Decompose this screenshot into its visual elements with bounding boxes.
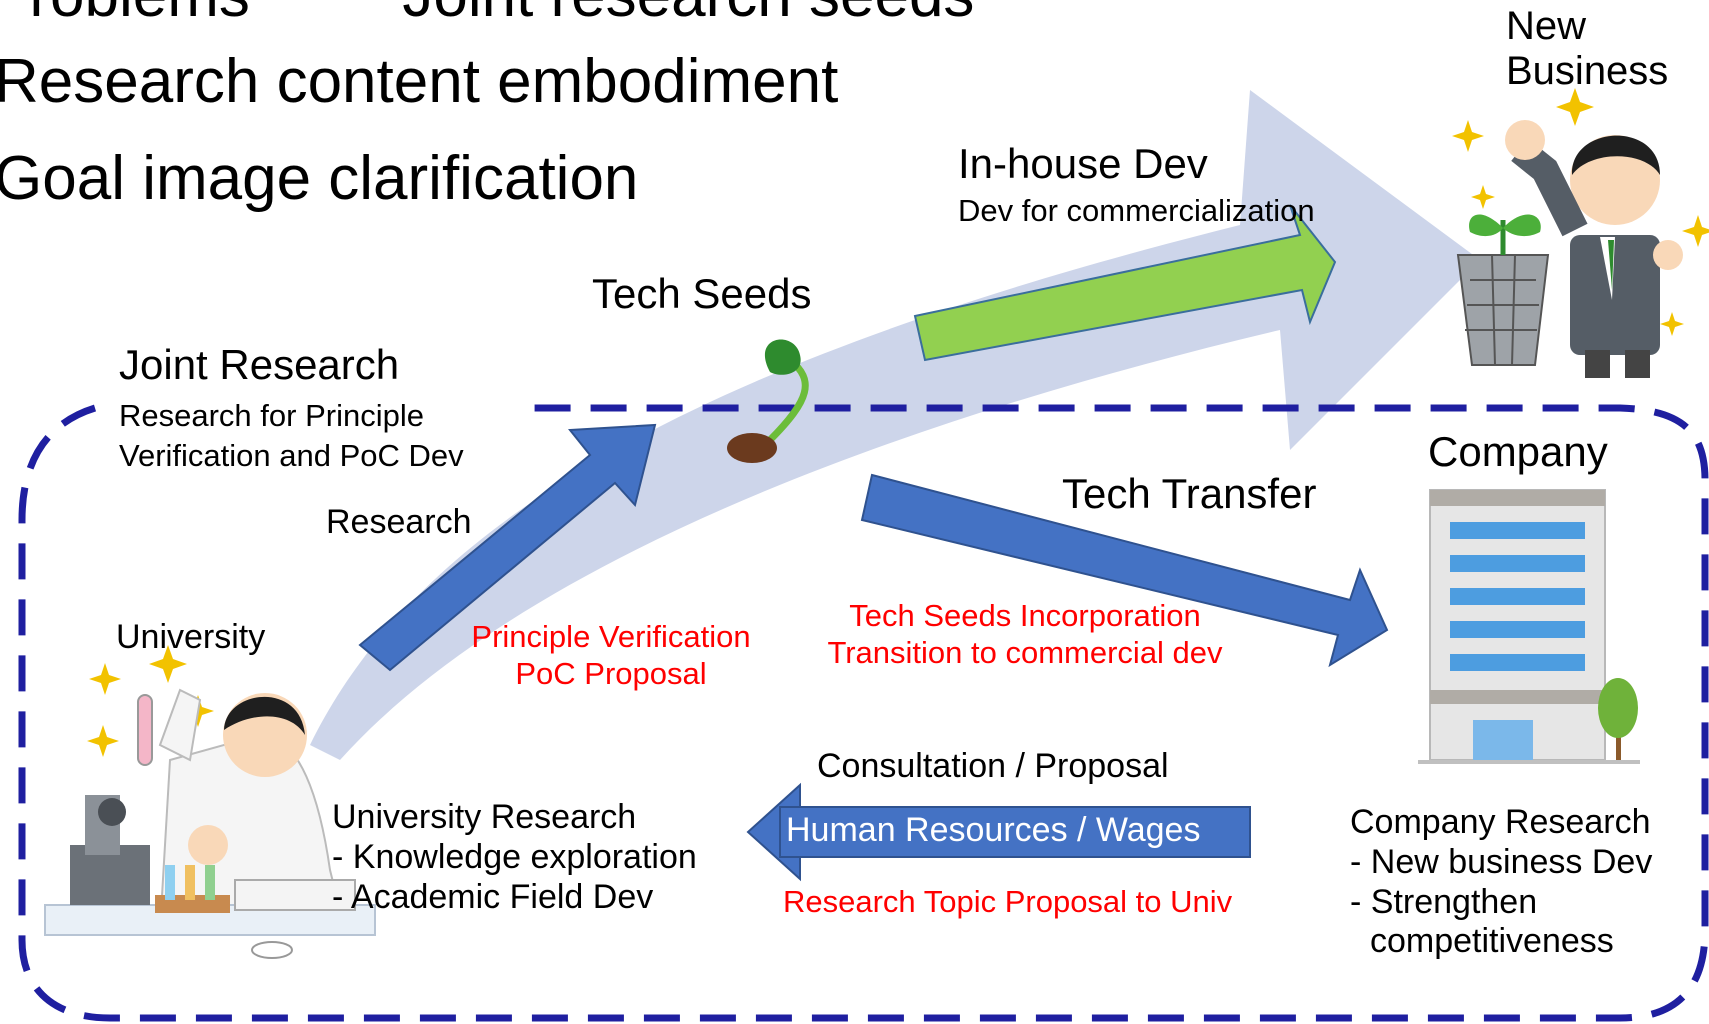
consultation-label: Consultation / Proposal: [817, 747, 1169, 785]
star-icon: [1471, 185, 1495, 209]
header-joint-research-seeds: Joint research seeds: [402, 0, 974, 30]
company-label: Company: [1428, 428, 1608, 475]
star-icon: [89, 663, 121, 695]
company-research-item: - New business Dev: [1350, 842, 1653, 881]
header-line-3: Goal image clarification: [0, 144, 639, 213]
company-research-title: Company Research: [1350, 803, 1651, 841]
star-icon: [1682, 215, 1709, 247]
header-problems: Problems: [0, 0, 250, 30]
tech-seeds-label: Tech Seeds: [592, 270, 812, 317]
joint-research-desc: Research for Principle Verification and …: [119, 398, 464, 474]
company-building-icon: [1418, 489, 1640, 764]
star-icon: [1660, 312, 1684, 336]
research-label: Research: [326, 503, 472, 541]
hr-wages-label: Human Resources / Wages: [786, 811, 1201, 849]
research-topic-proposal-note: Research Topic Proposal to Univ: [783, 884, 1233, 919]
tech-seeds-incorporation-note: Tech Seeds Incorporation Transition to c…: [827, 598, 1223, 671]
new-business-label: New Business: [1506, 4, 1669, 93]
principle-verification-note: Principle Verification PoC Proposal: [471, 619, 751, 692]
star-icon: [1452, 120, 1484, 152]
university-research-item: - Knowledge exploration: [332, 837, 697, 876]
flow-band: [310, 90, 1480, 760]
inhouse-dev-title: In-house Dev: [958, 140, 1208, 187]
header-line-1: Problems Joint research seeds: [0, 0, 974, 31]
inhouse-dev-subtitle: Dev for commercialization: [958, 193, 1315, 228]
new-business-illustration: [1452, 88, 1709, 378]
star-icon: [87, 725, 119, 757]
sprout-icon: [727, 339, 809, 463]
company-research-item: - Strengthen: [1350, 882, 1538, 921]
university-researcher-illustration: [44, 645, 376, 959]
university-research-item: - Academic Field Dev: [332, 877, 654, 916]
collaboration-boundary: [18, 404, 1709, 1022]
inhouse-dev-arrow: [913, 204, 1337, 362]
university-research-block: University Research - Knowledge explorat…: [332, 798, 697, 917]
company-research-item: competitiveness: [1370, 922, 1614, 961]
tech-transfer-arrow: [860, 473, 1389, 668]
university-research-title: University Research: [332, 798, 637, 836]
joint-research-title: Joint Research: [119, 341, 400, 388]
tech-transfer-label: Tech Transfer: [1062, 470, 1317, 517]
star-icon: [149, 645, 187, 683]
header-line-2: Research content embodiment: [0, 47, 839, 116]
university-label: University: [116, 618, 266, 656]
research-arrow: [358, 423, 657, 672]
company-research-block: Company Research - New business Dev - St…: [1350, 803, 1652, 962]
hr-wages-box: [779, 806, 1251, 858]
star-icon: [1556, 88, 1594, 126]
